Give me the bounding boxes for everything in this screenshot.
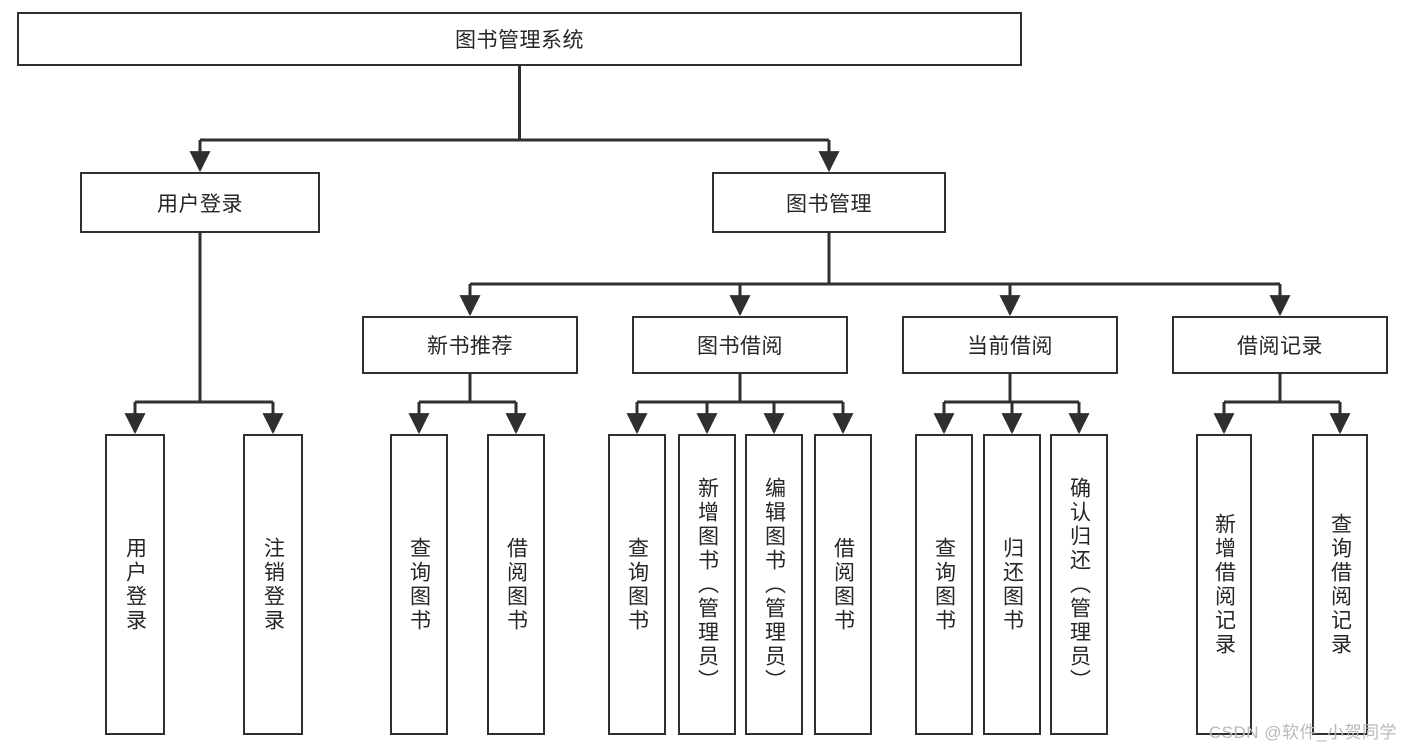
node-user-login[interactable]: 用户登录 (80, 172, 320, 233)
node-label: 用户登录 (157, 192, 243, 216)
node-label: 查询图书 (407, 536, 431, 633)
node-leaf-edit-book[interactable]: 编辑图书（管理员） (745, 434, 803, 735)
node-label: 查询图书 (625, 536, 649, 633)
node-leaf-user-login[interactable]: 用户登录 (105, 434, 165, 735)
node-label: 注销登录 (261, 536, 285, 633)
node-label: 借阅记录 (1237, 335, 1323, 358)
node-current-borrow[interactable]: 当前借阅 (902, 316, 1118, 374)
node-label: 查询借阅记录 (1328, 512, 1352, 657)
node-label: 当前借阅 (967, 335, 1053, 358)
node-label: 编辑图书（管理员） (762, 476, 786, 693)
node-leaf-add-book[interactable]: 新增图书（管理员） (678, 434, 736, 735)
node-new-book-rec[interactable]: 新书推荐 (362, 316, 578, 374)
node-leaf-logout[interactable]: 注销登录 (243, 434, 303, 735)
watermark-label: CSDN @软件_小贺同学 (1208, 723, 1397, 742)
node-borrow-record[interactable]: 借阅记录 (1172, 316, 1388, 374)
node-label: 借阅图书 (504, 536, 528, 633)
node-leaf-confirm-return[interactable]: 确认归还（管理员） (1050, 434, 1108, 735)
node-leaf-query-record[interactable]: 查询借阅记录 (1312, 434, 1368, 735)
node-label: 新增图书（管理员） (695, 476, 719, 693)
node-leaf-borrow-book-1[interactable]: 借阅图书 (487, 434, 545, 735)
node-label: 确认归还（管理员） (1067, 476, 1091, 693)
node-leaf-add-record[interactable]: 新增借阅记录 (1196, 434, 1252, 735)
node-label: 查询图书 (932, 536, 956, 633)
node-leaf-query-book-3[interactable]: 查询图书 (915, 434, 973, 735)
node-label: 借阅图书 (831, 536, 855, 633)
node-book-manage[interactable]: 图书管理 (712, 172, 946, 233)
node-leaf-borrow-book-2[interactable]: 借阅图书 (814, 434, 872, 735)
node-label: 图书管理 (786, 192, 872, 216)
node-label: 归还图书 (1000, 536, 1024, 633)
node-root[interactable]: 图书管理系统 (17, 12, 1022, 66)
node-book-borrow[interactable]: 图书借阅 (632, 316, 848, 374)
node-label: 新增借阅记录 (1212, 512, 1236, 657)
node-label: 图书管理系统 (455, 29, 584, 52)
node-label: 图书借阅 (697, 335, 783, 358)
node-label: 新书推荐 (427, 335, 513, 358)
node-leaf-query-book-2[interactable]: 查询图书 (608, 434, 666, 735)
node-leaf-query-book-1[interactable]: 查询图书 (390, 434, 448, 735)
node-label: 用户登录 (123, 536, 147, 633)
node-leaf-return-book[interactable]: 归还图书 (983, 434, 1041, 735)
